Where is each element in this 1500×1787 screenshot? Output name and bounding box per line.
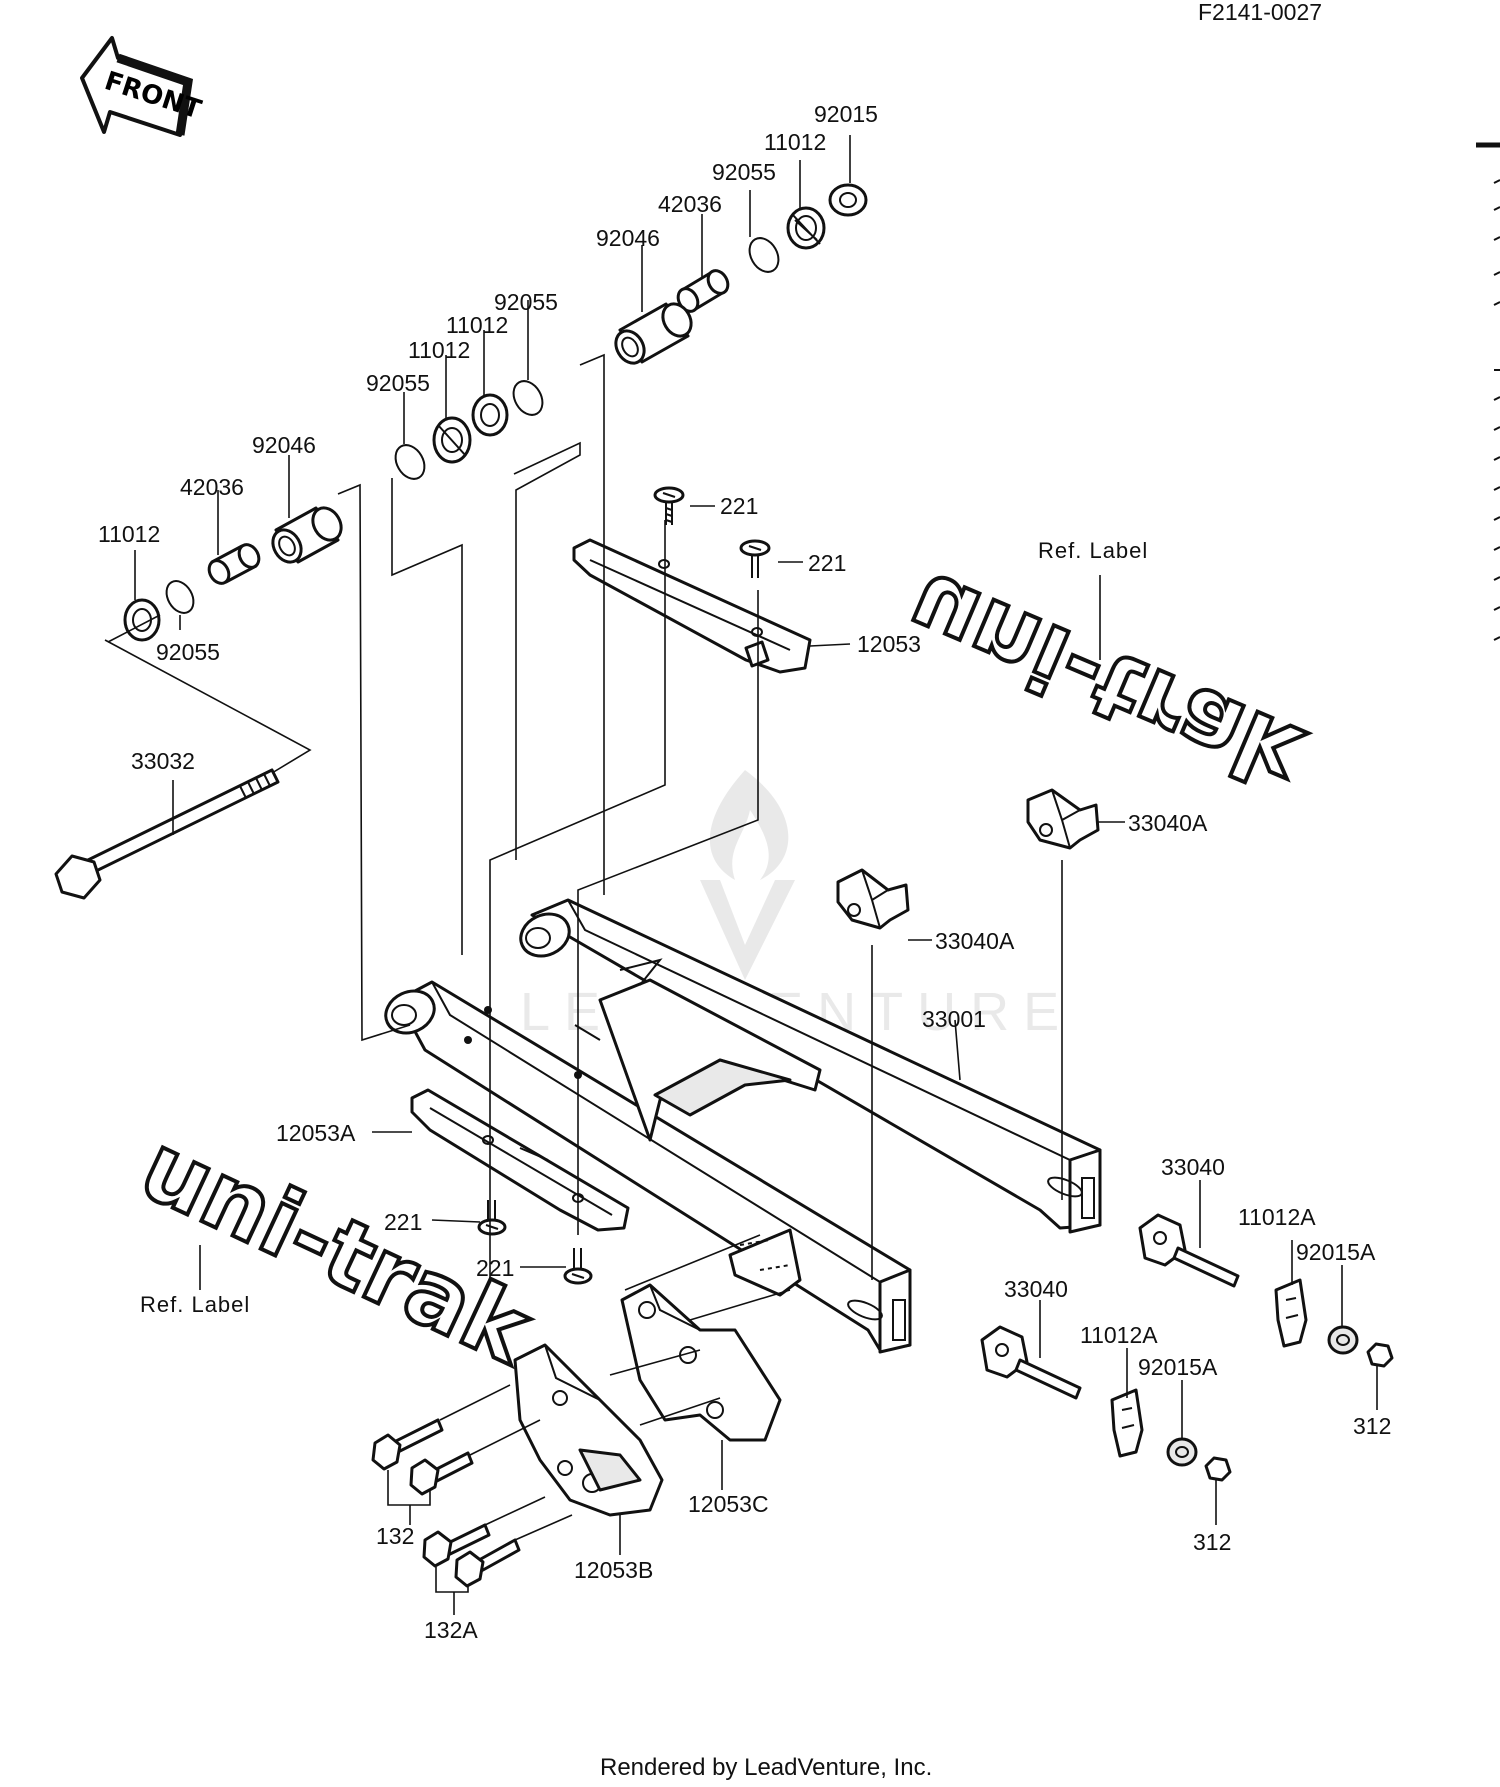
part-11012A-block-b	[1110, 1388, 1144, 1458]
callout-11012A-a: 11012A	[1238, 1204, 1316, 1230]
part-132A-bolt-a	[422, 1523, 491, 1568]
callout-92015A-b: 92015A	[1138, 1354, 1218, 1380]
part-11012-seal-mid-2	[432, 416, 472, 464]
footer-credit: Rendered by LeadVenture, Inc.	[600, 1754, 932, 1781]
callout-33001: 33001	[922, 1006, 986, 1032]
callout-92055-top: 92055	[712, 159, 776, 185]
part-221-screw-b	[739, 539, 771, 578]
part-33040A-adjuster-a	[1026, 788, 1100, 850]
callout-42036-left: 42036	[180, 474, 244, 500]
callout-42036-top: 42036	[658, 191, 722, 217]
part-92046-bearing	[614, 302, 693, 365]
callout-33040-a: 33040	[1161, 1154, 1225, 1180]
part-12053B-chain-guide	[513, 1343, 664, 1517]
part-312-nut-a	[1366, 1342, 1394, 1368]
part-132-bolt-b	[409, 1451, 474, 1496]
part-11012-seal-left	[123, 598, 161, 642]
callout-132: 132	[376, 1523, 414, 1549]
callout-312-a: 312	[1353, 1413, 1391, 1439]
callout-312-b: 312	[1193, 1529, 1231, 1555]
ref-label-bottom: Ref. Label	[140, 1292, 250, 1317]
callout-12053A: 12053A	[276, 1120, 356, 1146]
callout-11012-top: 11012	[764, 129, 826, 155]
callout-92046-left: 92046	[252, 432, 316, 458]
part-11012-seal	[786, 206, 826, 250]
part-221-screw-c	[477, 1200, 507, 1236]
part-42036-sleeve-left	[207, 543, 261, 585]
part-33040A-adjuster-b	[836, 868, 910, 930]
part-312-nut-b	[1204, 1456, 1232, 1482]
callout-11012-left: 11012	[98, 521, 160, 547]
part-12053-chain-slider	[572, 538, 812, 674]
front-direction-arrow: FRONT	[80, 36, 205, 137]
pivot-stack-right	[614, 183, 868, 365]
part-33040-adjuster-bolt-b	[980, 1325, 1082, 1400]
callout-221-b: 221	[808, 550, 846, 576]
leader-lines	[104, 135, 1378, 1615]
callout-221-c: 221	[384, 1209, 422, 1235]
callout-11012A-b: 11012A	[1080, 1322, 1158, 1348]
part-33032-pivot-bolt	[54, 768, 280, 900]
callout-92055-mid-a: 92055	[366, 370, 430, 396]
part-92015A-nut-b	[1166, 1437, 1198, 1467]
pivot-stack-middle	[394, 380, 544, 480]
part-92055-oring	[748, 237, 780, 273]
part-33040-adjuster-bolt-a	[1138, 1213, 1240, 1288]
callout-33040-b: 33040	[1004, 1276, 1068, 1302]
callout-33032: 33032	[131, 748, 195, 774]
part-132-bolt-a	[371, 1418, 444, 1471]
callout-12053: 12053	[857, 631, 921, 657]
callout-12053C: 12053C	[688, 1491, 769, 1517]
part-132A-bolt-b	[454, 1538, 521, 1588]
callout-33040A-a: 33040A	[1128, 810, 1208, 836]
part-221-screw-d	[563, 1248, 593, 1285]
callout-92015-top: 92015	[814, 101, 878, 127]
part-92055-oring-mid-b	[512, 380, 544, 416]
callout-221-d: 221	[476, 1255, 514, 1281]
part-92015-cap	[828, 183, 868, 217]
part-221-screw-a	[653, 486, 685, 525]
part-92055-oring-mid-a	[394, 444, 426, 480]
callout-11012-mid-2: 11012	[408, 337, 470, 363]
callout-92055-mid-b: 92055	[494, 289, 558, 315]
callout-221-a: 221	[720, 493, 758, 519]
callout-92046-top: 92046	[596, 225, 660, 251]
callout-11012-mid: 11012	[446, 312, 508, 338]
callout-92015A-a: 92015A	[1296, 1239, 1376, 1265]
pivot-stack-left	[123, 506, 343, 642]
uni-trak-ref-label-mirrored: uni-trak	[891, 549, 1319, 814]
part-42036-sleeve	[676, 269, 730, 313]
callout-132A: 132A	[424, 1617, 478, 1643]
uni-trak-logo-mirrored: uni-trak	[893, 551, 1317, 812]
part-33001-swingarm	[384, 898, 1102, 1354]
part-92055-oring-left	[165, 580, 195, 614]
part-12053C-chain-guide	[620, 1283, 782, 1442]
callout-labels: 92015 11012 92055 42036 92046 92055 1101…	[98, 101, 1391, 1643]
part-11012A-block-a	[1274, 1278, 1308, 1348]
part-11012-seal-mid	[471, 393, 509, 437]
ref-label-top: Ref. Label	[1038, 538, 1148, 563]
edge-marks	[1476, 142, 1500, 641]
callout-92055-left: 92055	[156, 639, 220, 665]
part-92046-bearing-left	[271, 506, 343, 564]
callout-12053B: 12053B	[574, 1557, 653, 1583]
part-92015A-nut-a	[1327, 1325, 1359, 1355]
callout-33040A-b: 33040A	[935, 928, 1015, 954]
diagram-code: F2141-0027	[1198, 0, 1322, 25]
